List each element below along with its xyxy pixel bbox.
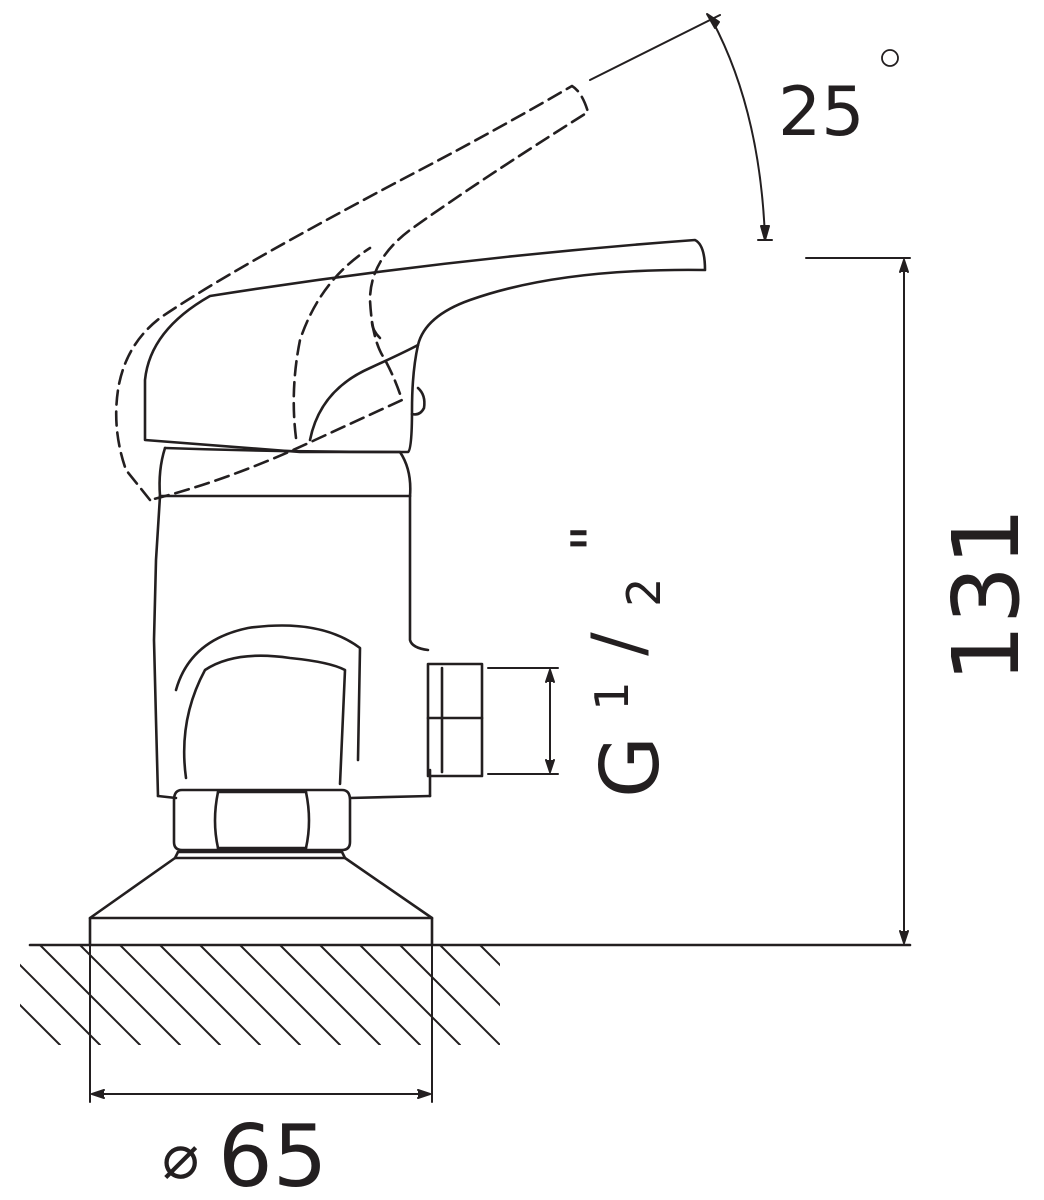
valve-body (152, 446, 432, 800)
thread-dimension (487, 667, 559, 775)
outlet-thread (426, 662, 484, 778)
thread-slash: / (577, 632, 659, 656)
angle-extension-line (589, 14, 721, 81)
angle-arc (711, 19, 766, 239)
thread-inch-mark: " (559, 524, 629, 552)
angle-value: 25 (778, 73, 865, 152)
degree-symbol (881, 49, 899, 67)
lever-raised-position (114, 84, 590, 502)
thread-numerator: 1 (585, 681, 639, 710)
angle-dimension (589, 13, 773, 241)
lever-rest-position (143, 238, 707, 454)
height-value: 131 (933, 507, 1040, 683)
hex-nut (172, 788, 352, 852)
thread-label: G 1 / 2 " (554, 524, 679, 798)
diameter-label: ⌀ 65 (162, 1107, 327, 1200)
height-dimension (805, 257, 911, 944)
ground-hatching (20, 943, 912, 1045)
height-label: 131 (933, 507, 1040, 683)
diameter-value: 65 (218, 1107, 327, 1200)
angle-label: 25 (778, 49, 899, 152)
diameter-dimension (89, 944, 433, 1103)
diameter-symbol: ⌀ (162, 1120, 199, 1193)
thread-denominator: 2 (617, 578, 671, 607)
wall-flange (88, 850, 434, 947)
thread-prefix: G (584, 736, 677, 798)
svg-text:G 1 / 2: G 1 / 2 " (554, 524, 679, 798)
